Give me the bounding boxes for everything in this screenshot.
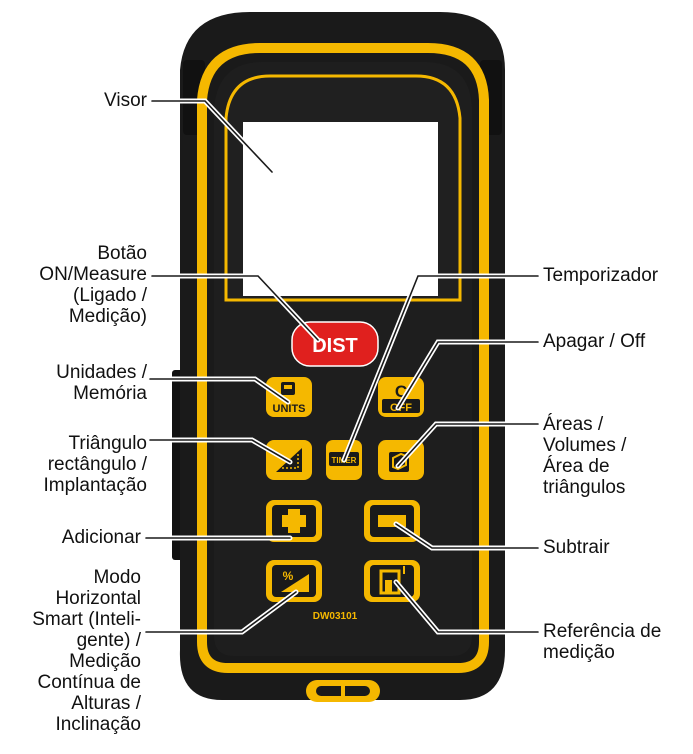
- smart-mode-button[interactable]: %: [266, 560, 322, 602]
- leader-lines: [143, 98, 541, 635]
- callout-line: Smart (Inteli-: [32, 609, 141, 630]
- units-memory-button[interactable]: UNITS: [266, 377, 312, 417]
- add-button[interactable]: [266, 500, 322, 542]
- callout-line: Adicionar: [61, 527, 141, 548]
- callout-line: Inclinação: [55, 714, 141, 735]
- clear-off-button[interactable]: C OFF: [378, 377, 424, 417]
- plus-icon: [282, 509, 306, 533]
- callout-line: Referência de: [543, 621, 662, 642]
- off-button-label: OFF: [390, 402, 412, 414]
- callout-timer: Temporizador: [543, 265, 658, 286]
- callout-line: gente) /: [76, 630, 141, 651]
- callout-line: Medição: [69, 651, 141, 672]
- callout-line: triângulos: [543, 477, 626, 498]
- callout-line: Medição): [68, 306, 147, 327]
- callout-line: Unidades /: [56, 362, 147, 383]
- callout-line: (Ligado /: [73, 285, 147, 306]
- callout-line: Botão: [97, 243, 147, 264]
- callout-line: Contínua de: [37, 672, 141, 693]
- dist-button-label: DIST: [312, 335, 358, 357]
- model-label: DW03101: [313, 611, 358, 622]
- callout-line: Apagar / Off: [543, 331, 646, 352]
- callout-visor: Visor: [104, 90, 147, 111]
- callout-line: Visor: [104, 90, 147, 111]
- callout-line: Memória: [73, 383, 147, 404]
- callout-line: Áreas /: [543, 414, 604, 435]
- callout-line: Modo: [93, 567, 141, 588]
- callout-line: Subtrair: [543, 537, 610, 558]
- reference-button[interactable]: [364, 560, 420, 602]
- display-screen: [243, 122, 438, 296]
- callout-line: Alturas /: [71, 693, 141, 714]
- callout-line: Volumes /: [543, 435, 627, 456]
- callout-subtract: Subtrair: [543, 537, 610, 558]
- callout-line: Horizontal: [55, 588, 141, 609]
- callout-units-memory: Unidades /Memória: [56, 362, 147, 404]
- callout-off: Apagar / Off: [543, 331, 645, 352]
- incline-icon: [281, 574, 309, 592]
- callout-line: ON/Measure: [39, 264, 147, 285]
- callout-line: Temporizador: [543, 265, 659, 286]
- callout-line: Implantação: [43, 475, 147, 496]
- callout-add: Adicionar: [62, 527, 141, 548]
- units-button-label: UNITS: [273, 403, 306, 415]
- callout-line: medição: [543, 642, 615, 663]
- callout-line: rectângulo /: [47, 454, 147, 475]
- bottom-connector: [306, 680, 380, 702]
- percent-icon: %: [283, 569, 294, 583]
- callout-line: Triângulo: [68, 433, 147, 454]
- callout-line: Área de: [543, 456, 610, 477]
